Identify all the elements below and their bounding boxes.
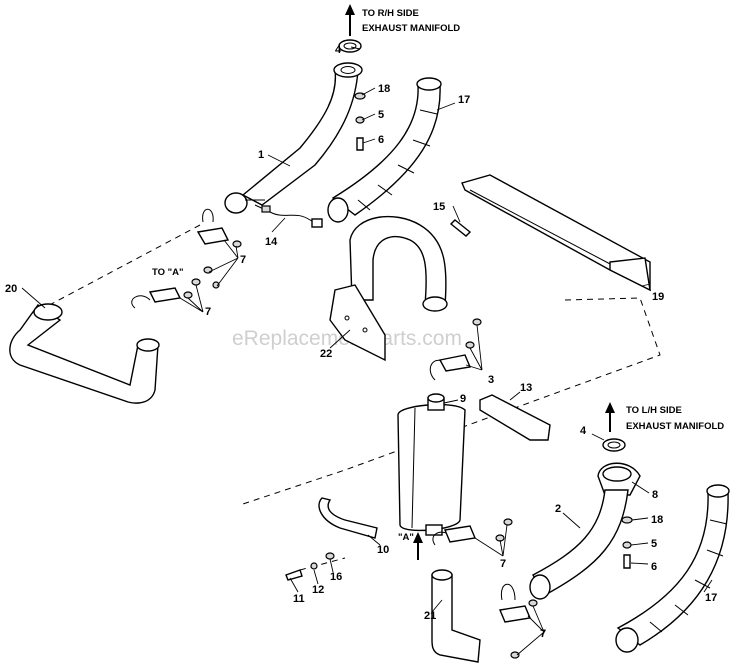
clamp-part-3 [429,318,482,381]
callout-7-upper: 7 [240,254,246,266]
heat-shield-part-17-top [327,77,442,223]
exhaust-pipe-part-2 [529,462,641,600]
leader-lines [21,46,713,656]
rh-manifold-note-line1: TO R/H SIDE [362,8,419,19]
lh-manifold-note-line1: TO L/H SIDE [626,405,682,416]
ref-a-arrow [413,532,423,560]
rh-manifold-note-line2: EXHAUST MANIFOLD [362,23,460,34]
muffler-part-9 [397,393,466,536]
callout-7-lower-middle: 7 [500,558,506,570]
strap-part-10 [318,497,378,539]
callout-14: 14 [265,236,278,248]
callout-7-left: 7 [205,306,211,318]
callout-4-top: 4 [335,44,342,56]
callout-5-top: 5 [378,109,384,121]
callout-22: 22 [320,348,332,360]
callout-4-lower: 4 [580,425,587,437]
heat-shield-part-17-lower [615,484,730,653]
callout-5-lower: 5 [651,538,657,550]
callout-15: 15 [433,201,445,213]
clamp-set-lower-middle [432,518,513,546]
callout-7-lower-right: 7 [540,628,546,640]
callout-6-lower: 6 [651,561,657,573]
a-ref-label: "A" [398,532,414,543]
to-a-label: TO "A" [152,267,184,278]
callout-3: 3 [488,374,494,386]
callout-17-top: 17 [458,94,470,106]
callout-8: 8 [652,489,658,501]
hardware-11-12-16 [285,552,335,581]
callout-9: 9 [460,393,466,405]
callout-12: 12 [312,584,324,596]
clamp-set-lower-right [499,583,538,659]
exhaust-pipe-part-21 [431,569,481,663]
lh-manifold-note-line2: EXHAUST MANIFOLD [626,421,724,432]
hardware-stack-lower [621,516,633,569]
callout-1: 1 [258,149,264,161]
exhaust-pipe-part-1 [224,62,363,214]
callout-11: 11 [293,593,305,605]
dashed-routing-lines [39,224,661,571]
callout-18-lower: 18 [651,514,663,526]
bracket-part-19 [461,174,651,292]
crossover-pipe-part-22 [329,215,448,362]
rh-manifold-arrow [345,4,355,36]
lh-manifold-arrow [605,402,615,432]
callout-19: 19 [652,291,664,303]
callout-20: 20 [5,283,17,295]
callouts: 4 18 5 6 1 17 14 15 7 7 20 19 22 3 13 9 … [5,44,717,640]
gasket-part-4-top [338,39,362,53]
callout-21: 21 [424,610,436,622]
callout-13: 13 [520,382,532,394]
bolt-part-15 [449,219,472,237]
bracket-part-13 [479,394,551,441]
callout-18-top: 18 [378,83,390,95]
oxygen-sensor-part-14 [254,204,323,228]
gasket-part-4-lower [602,438,626,452]
callout-6-top: 6 [378,134,384,146]
hardware-stack-top [354,92,366,151]
callout-17-lower: 17 [705,592,717,604]
callout-10: 10 [377,544,389,556]
exhaust-pipe-part-20 [9,303,160,404]
callout-2: 2 [555,503,561,515]
callout-16: 16 [330,571,342,583]
clamp-set-upper-left [196,208,242,289]
